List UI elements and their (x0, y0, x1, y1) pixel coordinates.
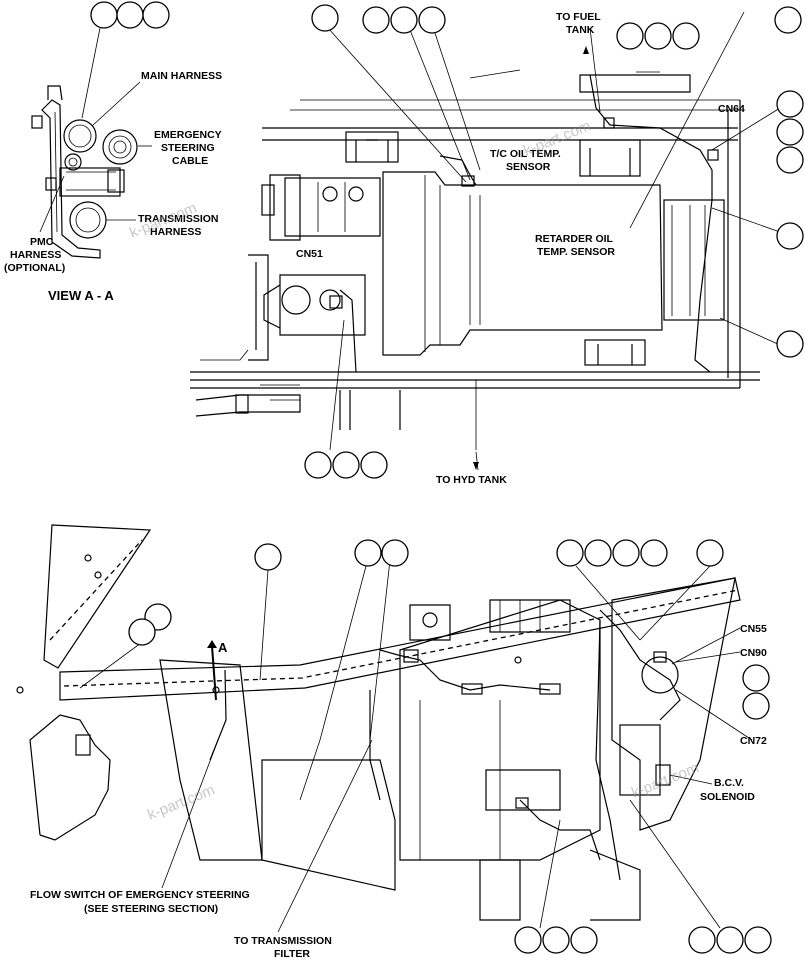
callout-bubble-icon (584, 539, 612, 567)
connector-icon (707, 149, 719, 161)
callout-bubble-icon (142, 1, 170, 29)
label-cn51: CN51 (296, 248, 323, 260)
label-emergency-steering-2: STEERING (161, 142, 215, 154)
label-bcv-solenoid-2: SOLENOID (700, 791, 755, 803)
callout-bubble-icon (90, 1, 118, 29)
callout-bubble-icon (254, 543, 282, 571)
callout-bubble-icon (742, 692, 770, 720)
label-emergency-steering-3: CABLE (172, 155, 208, 167)
callout-bubble-icon (744, 926, 772, 954)
label-tc-oil-temp-1: T/C OIL TEMP. (490, 148, 561, 160)
label-to-transmission-1: TO TRANSMISSION (234, 935, 332, 947)
connector-icon (461, 683, 483, 695)
callout-bubble-icon (672, 22, 700, 50)
callout-bubble-icon (616, 22, 644, 50)
callout-bubble-icon (688, 926, 716, 954)
label-to-hyd-tank: TO HYD TANK (436, 474, 507, 486)
bolt-icon (514, 656, 522, 664)
connector-icon (515, 797, 529, 809)
callout-group-side-view (128, 539, 772, 954)
connector-icon (603, 117, 615, 129)
callout-bubble-icon (381, 539, 409, 567)
label-transmission-harness-2: HARNESS (150, 226, 201, 238)
callout-bubble-icon (776, 222, 804, 250)
callout-bubble-icon (716, 926, 744, 954)
label-emergency-steering-1: EMERGENCY (154, 129, 222, 141)
label-pmc-harness-1: PMC (30, 236, 54, 248)
label-cn72: CN72 (740, 735, 767, 747)
label-main-harness: MAIN HARNESS (141, 70, 222, 82)
callout-bubble-icon (742, 664, 770, 692)
callout-bubble-icon (570, 926, 598, 954)
connector-icon (329, 295, 343, 309)
callout-bubble-icon (542, 926, 570, 954)
label-transmission-harness-1: TRANSMISSION (138, 213, 219, 225)
label-pmc-harness-3: (OPTIONAL) (4, 262, 65, 274)
label-tc-oil-temp-2: SENSOR (506, 161, 551, 173)
callout-bubble-icon (311, 4, 339, 32)
label-cn55: CN55 (740, 623, 767, 635)
side-view-machinery (16, 524, 753, 933)
callout-bubble-icon (116, 1, 144, 29)
view-aa-section (31, 27, 152, 259)
callout-bubble-icon (418, 6, 446, 34)
label-to-fuel-tank-1: TO FUEL (556, 11, 601, 23)
callout-bubble-icon (390, 6, 418, 34)
bolt-icon (16, 686, 24, 694)
callout-bubble-icon (640, 539, 668, 567)
label-flow-switch-2: (SEE STEERING SECTION) (84, 903, 218, 915)
label-retarder-oil-2: TEMP. SENSOR (537, 246, 615, 258)
bolt-icon (84, 554, 92, 562)
label-view-aa: VIEW A - A (48, 288, 114, 303)
callout-group-view-aa (90, 1, 170, 29)
callout-bubble-icon (644, 22, 672, 50)
callout-bubble-icon (612, 539, 640, 567)
callout-bubble-icon (774, 6, 802, 34)
callout-group-top-view (304, 4, 804, 479)
label-to-fuel-tank-2: TANK (566, 24, 595, 36)
callout-bubble-icon (776, 118, 804, 146)
connector-icon (653, 651, 667, 663)
connector-icon (403, 649, 419, 663)
label-section-a: A (218, 640, 228, 655)
callout-bubble-icon (776, 146, 804, 174)
bolt-icon (94, 571, 102, 579)
watermark-3: k-part.com (145, 781, 217, 823)
top-view-machinery (190, 11, 781, 471)
label-cn90: CN90 (740, 647, 767, 659)
callout-bubble-icon (332, 451, 360, 479)
label-pmc-harness-2: HARNESS (10, 249, 61, 261)
callout-bubble-icon (360, 451, 388, 479)
callout-bubble-icon (304, 451, 332, 479)
label-bcv-solenoid-1: B.C.V. (714, 777, 744, 789)
label-flow-switch-1: FLOW SWITCH OF EMERGENCY STEERING (30, 889, 250, 901)
callout-bubble-icon (354, 539, 382, 567)
label-retarder-oil-1: RETARDER OIL (535, 233, 614, 245)
label-to-transmission-2: FILTER (274, 948, 310, 958)
callout-bubble-icon (776, 330, 804, 358)
label-cn64: CN64 (718, 103, 745, 115)
callout-bubble-icon (776, 90, 804, 118)
callout-bubble-icon (128, 618, 156, 646)
connector-icon (539, 683, 561, 695)
callout-bubble-icon (696, 539, 724, 567)
callout-bubble-icon (362, 6, 390, 34)
callout-bubble-icon (556, 539, 584, 567)
callout-bubble-icon (514, 926, 542, 954)
